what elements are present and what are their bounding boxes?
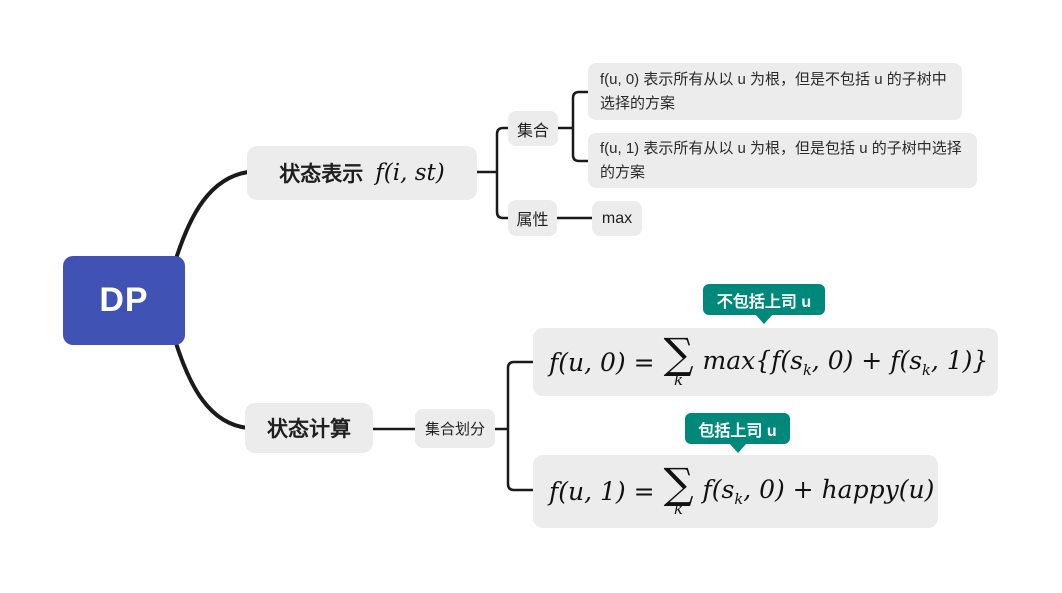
badge-include-boss[interactable]: 包括上司 u [685, 413, 790, 453]
state-representation-math: f(i, st) [375, 160, 445, 186]
state-representation-label: 状态表示 [279, 163, 364, 186]
formula1-lhs: f(u, 0) = [549, 347, 655, 377]
sigma-icon: ∑ [663, 458, 694, 508]
attribute-label: 属性 [516, 212, 549, 229]
set-partition-label: 集合划分 [424, 421, 485, 438]
badge-tail-icon [728, 443, 747, 453]
formula2-lhs: f(u, 1) = [549, 477, 655, 506]
badge-exclude-boss-label: 不包括上司 u [716, 293, 812, 311]
node-formula-f-u1[interactable]: f(u, 1) = ∑ k f(sk, 0) + happy(u) [533, 455, 938, 528]
formula1-subscript: k [803, 362, 812, 379]
node-state-calculation[interactable]: 状态计算 [245, 403, 373, 453]
f-u1-description-text: f(u, 1) 表示所有从以 u 为根，但是包括 u 的子树中选择的方案 [600, 140, 962, 181]
formula2-rhs: f(sk, 0) + happy(u) [703, 475, 935, 508]
sigma-subscript: k [674, 500, 684, 519]
badge-tail-icon [755, 314, 773, 324]
node-attribute[interactable]: 属性 [508, 200, 557, 236]
badge-exclude-boss[interactable]: 不包括上司 u [703, 284, 825, 324]
formula1-fragment: , 1)} [930, 345, 989, 375]
formula2-fragment: f(s [702, 475, 735, 504]
node-formula-f-u0[interactable]: f(u, 0) = ∑ k max{f(sk, 0) + f(sk, 1)} [533, 328, 998, 396]
sigma-icon: ∑ [663, 329, 694, 379]
node-set[interactable]: 集合 [508, 111, 558, 146]
set-label: 集合 [516, 122, 549, 140]
node-max[interactable]: max [592, 201, 642, 236]
formula2-subscript: k [734, 492, 744, 508]
root-label: DP [99, 281, 149, 319]
node-state-representation[interactable]: 状态表示 f(i, st) [247, 146, 477, 200]
node-f-u0-description[interactable]: f(u, 0) 表示所有从以 u 为根，但是不包括 u 的子树中选择的方案 [588, 63, 962, 120]
sum-symbol: ∑ k [663, 458, 694, 519]
node-set-partition[interactable]: 集合划分 [415, 409, 495, 448]
badge-include-boss-label: 包括上司 u [698, 422, 777, 440]
sigma-subscript: k [674, 370, 684, 389]
formula1-fragment: max{f(s [702, 345, 803, 375]
node-f-u1-description[interactable]: f(u, 1) 表示所有从以 u 为根，但是包括 u 的子树中选择的方案 [588, 133, 977, 188]
state-calculation-label: 状态计算 [267, 418, 351, 441]
formula1-fragment: , 0) + f(s [811, 345, 923, 375]
sum-symbol: ∑ k [663, 329, 694, 389]
f-u0-description-text: f(u, 0) 表示所有从以 u 为根，但是不包括 u 的子树中选择的方案 [600, 71, 947, 112]
max-label: max [601, 209, 633, 227]
formula1-subscript: k [922, 362, 931, 379]
formula2-fragment: , 0) + happy(u) [743, 475, 935, 504]
formula1-rhs: max{f(sk, 0) + f(sk, 1)} [703, 346, 989, 379]
root-node-dp[interactable]: DP [63, 256, 185, 345]
